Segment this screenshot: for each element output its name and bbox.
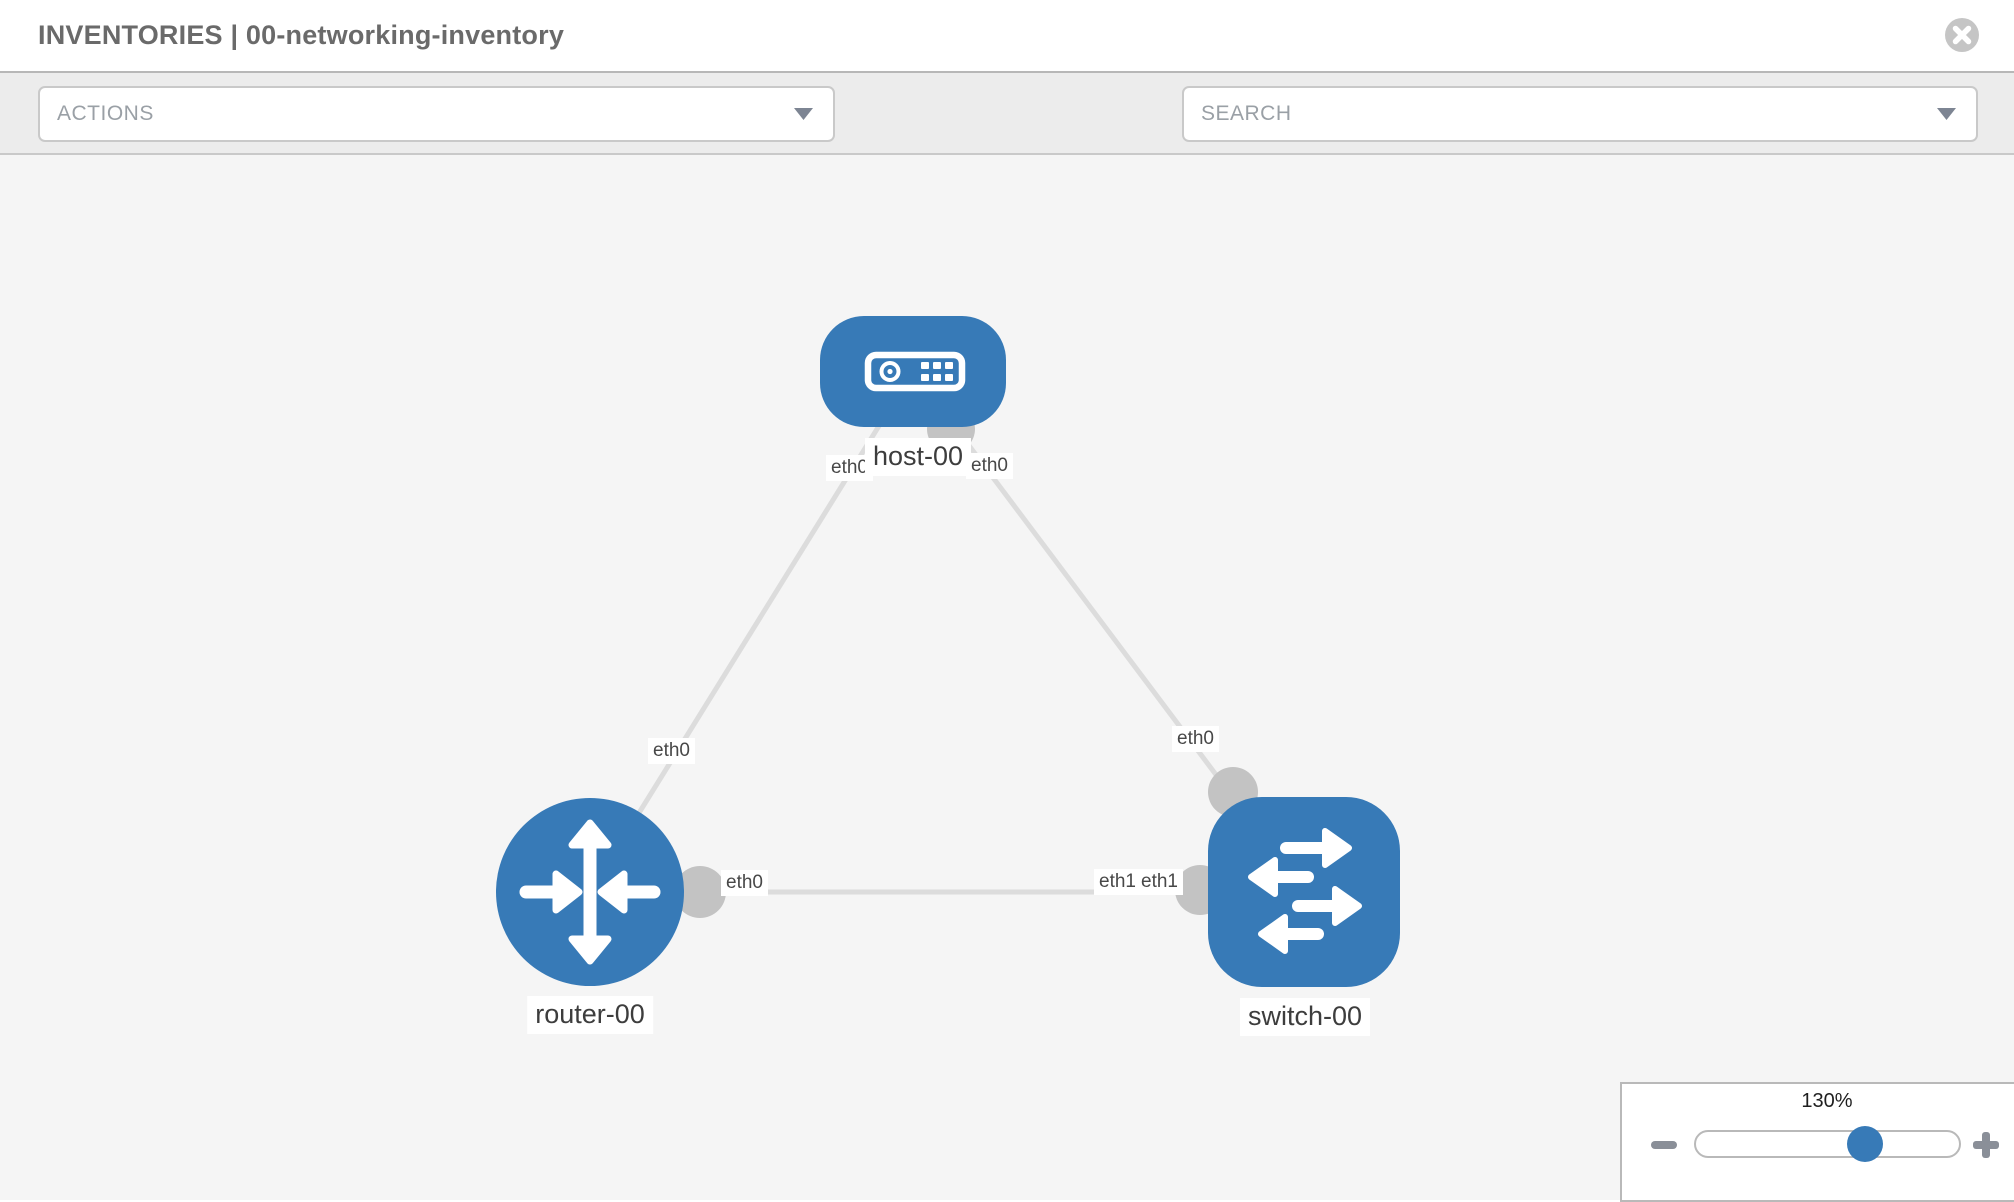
interface-label: eth1 [1136,869,1183,895]
chevron-down-icon [1937,108,1956,120]
interface-label: eth1 [1094,869,1141,895]
node-router[interactable] [496,798,684,986]
node-switch[interactable] [1208,797,1400,987]
zoom-slider-track[interactable] [1694,1130,1961,1158]
search-dropdown-label: SEARCH [1201,102,1292,125]
toolbar: ACTIONS SEARCH [0,71,2014,209]
router-icon [519,819,661,965]
zoom-slider-handle[interactable] [1847,1126,1883,1162]
close-icon [1945,18,1979,52]
node-label-host: host-00 [864,438,972,476]
topology-canvas[interactable] [0,155,2014,1200]
node-host[interactable] [820,316,1006,427]
interface-label: eth0 [648,738,695,764]
node-label-router: router-00 [527,996,653,1034]
interface-label: eth0 [966,453,1013,479]
switch-icon [1248,828,1362,954]
title-bar: INVENTORIES | 00-networking-inventory [0,0,2014,71]
zoom-panel: 130% [1620,1082,2014,1202]
topology-graph [496,316,1400,987]
actions-dropdown-label: ACTIONS [57,102,154,125]
search-dropdown[interactable]: SEARCH [1182,86,1978,142]
zoom-level-value: 130% [1801,1090,1853,1112]
node-label-switch: switch-00 [1239,998,1371,1036]
zoom-out-button[interactable] [1651,1141,1677,1149]
interface-dot [674,866,726,918]
page-title: INVENTORIES | 00-networking-inventory [38,20,565,50]
zoom-in-button[interactable] [1973,1132,1999,1158]
interface-label: eth0 [721,870,768,896]
host-icon [864,351,966,392]
chevron-down-icon [794,108,813,120]
actions-dropdown[interactable]: ACTIONS [38,86,835,142]
close-button[interactable] [1944,17,1980,53]
interface-label: eth0 [1172,726,1219,752]
